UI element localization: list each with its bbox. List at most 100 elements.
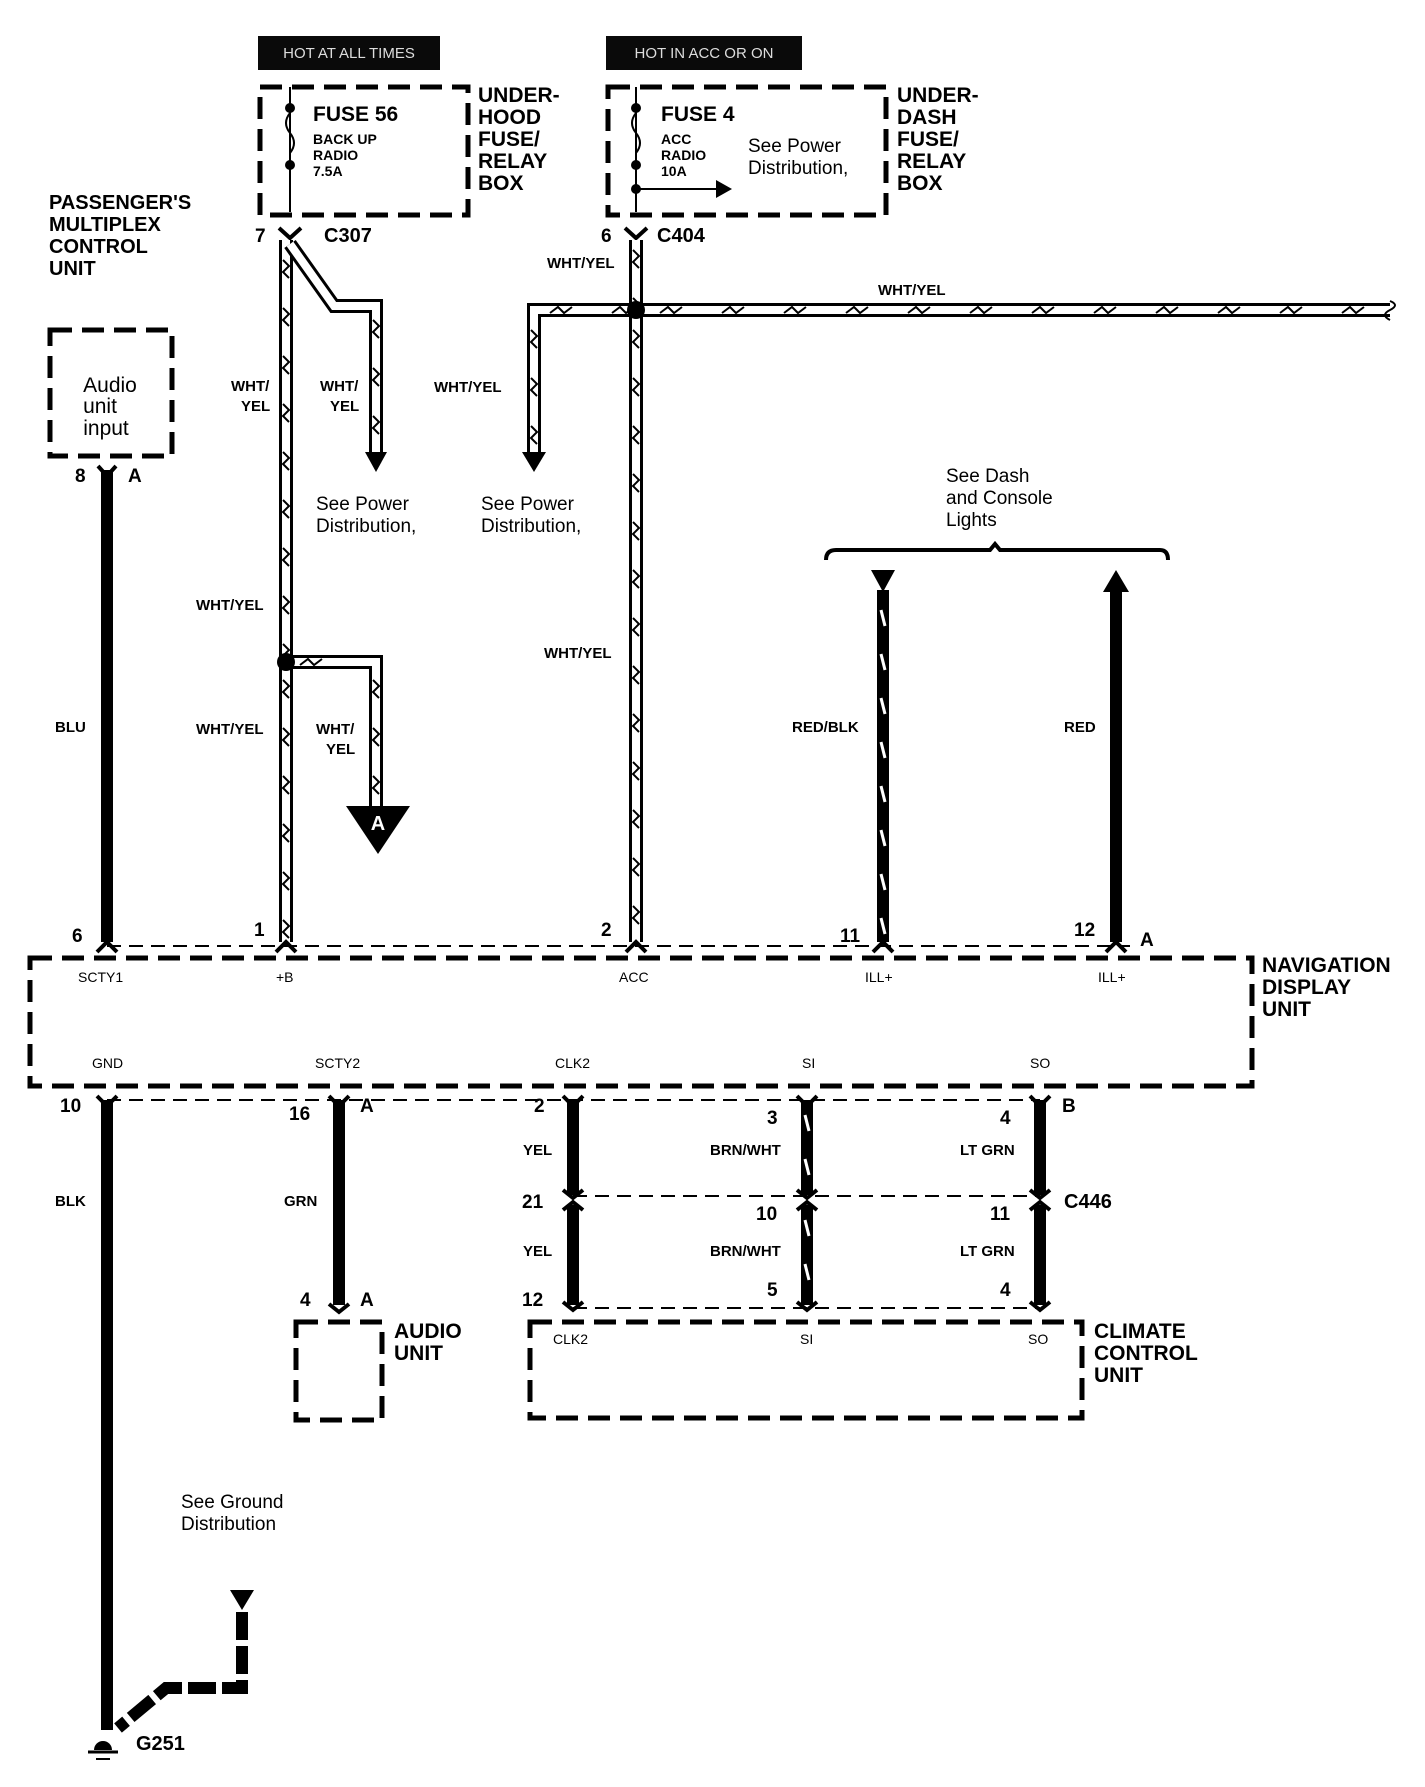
pin-name: SCTY1 [78, 969, 123, 985]
tracer-mark [371, 415, 381, 435]
pin-number: 10 [60, 1096, 81, 1117]
pin-number: 12 [522, 1290, 543, 1311]
pin-number: 6 [601, 226, 612, 247]
box-label: BOX [478, 172, 524, 195]
connector-letter: B [1062, 1096, 1076, 1117]
tracer-mark [631, 473, 641, 493]
tracer-mark [371, 775, 381, 795]
wire-label: LT GRN [960, 1243, 1015, 1260]
pin-number: 4 [1000, 1108, 1011, 1129]
unit-label: CONTROL [1094, 1342, 1198, 1365]
wire-label: WHT/ [316, 721, 355, 738]
pin-number: 21 [522, 1192, 544, 1213]
box-text: input [83, 417, 129, 440]
fuse-icon [631, 112, 641, 154]
wire-stripe [879, 785, 887, 803]
wire-label: BRN/WHT [710, 1142, 781, 1159]
wire-label: WHT/YEL [434, 379, 502, 396]
wire-label: LT GRN [960, 1142, 1015, 1159]
pin-number: 2 [601, 920, 612, 941]
ground-id: G251 [136, 1733, 185, 1755]
tracer-mark [631, 761, 641, 781]
tracer-mark [631, 521, 641, 541]
tracer-mark [1279, 305, 1303, 315]
unit-label: AUDIO [394, 1320, 462, 1343]
pin-number: 12 [1074, 920, 1095, 941]
banner-text: HOT AT ALL TIMES [283, 45, 415, 62]
tracer-mark [659, 305, 683, 315]
banner-hot-at-all-times: HOT AT ALL TIMES [258, 36, 440, 70]
box-label: DASH [897, 106, 957, 129]
wire-label: YEL [523, 1243, 552, 1260]
climate-control-unit: CLK2 SI SO CLIMATE CONTROL UNIT [527, 1319, 1198, 1421]
wire-stripes [879, 609, 887, 935]
tracer-mark [611, 305, 635, 315]
see-reference: Distribution [181, 1514, 276, 1535]
navigation-display-unit: NAVIGATION DISPLAY UNIT 6 SCTY1 1 +B 2 A… [27, 920, 1391, 1101]
box-label: HOOD [478, 106, 541, 129]
wire-label: YEL [523, 1142, 552, 1159]
wire-stripes [803, 1114, 811, 1281]
connector-id: C446 [1064, 1191, 1112, 1213]
pin-number: 11 [990, 1204, 1011, 1225]
wire-stripe [879, 653, 887, 671]
wire-stripe [879, 697, 887, 715]
tracer-mark [1155, 305, 1179, 315]
arrow-down-icon [522, 452, 546, 472]
wire-wht-yel-plus-b [279, 239, 383, 942]
wire-label: WHT/YEL [196, 597, 264, 614]
tracer-mark [281, 451, 291, 471]
wire-wht-yel-acc [527, 240, 1390, 942]
tracer-mark [1217, 305, 1241, 315]
box-text: unit [83, 395, 117, 418]
box-label: BOX [897, 172, 943, 195]
tracer-mark [529, 329, 539, 349]
tracer-mark [281, 259, 291, 279]
tracer-mark [783, 305, 807, 315]
box-label: RELAY [478, 150, 547, 173]
box-label: FUSE/ [897, 128, 959, 151]
splice-dot [277, 653, 295, 671]
nav-pin-acc: 2 ACC [601, 920, 649, 985]
pin-name: CLK2 [553, 1331, 588, 1347]
pin-number: 7 [255, 226, 266, 247]
tracer-mark [281, 823, 291, 843]
brace-icon [824, 540, 1170, 561]
tracer-mark [907, 305, 931, 315]
tracer-mark [281, 595, 291, 615]
tracer-mark [299, 657, 323, 667]
tracer-mark [281, 307, 291, 327]
connector-id: C307 [324, 225, 372, 247]
wire-stripe [803, 1158, 811, 1176]
pin-number: 3 [767, 1108, 778, 1129]
tracer-mark [1341, 305, 1365, 315]
pin-name: +B [276, 969, 294, 985]
pin-number: 1 [254, 920, 265, 941]
fuse-terminal [631, 103, 641, 113]
unit-label: CLIMATE [1094, 1320, 1186, 1343]
nav-pin-scty1: 6 SCTY1 [72, 926, 123, 985]
tracer-mark [281, 403, 291, 423]
wire-label: WHT/YEL [196, 721, 264, 738]
unit-label: NAVIGATION [1262, 954, 1391, 977]
tracer-mark [529, 377, 539, 397]
arrow-down-icon [365, 452, 387, 472]
tracer-mark [281, 679, 291, 699]
see-reference: See Dash [946, 466, 1029, 487]
pin-number: 16 [289, 1104, 310, 1125]
pin-name: SO [1030, 1055, 1050, 1071]
connector-letter: A [360, 1290, 374, 1311]
fuse-desc: RADIO [313, 147, 358, 163]
unit-label: CONTROL [49, 236, 148, 258]
tracer-mark [281, 919, 291, 939]
tracer-mark [631, 809, 641, 829]
banner-text: HOT IN ACC OR ON [635, 45, 774, 62]
tracer-mark [281, 871, 291, 891]
arrow-right-icon [716, 180, 732, 198]
see-reference: Distribution, [481, 516, 581, 537]
wire-stripe [879, 873, 887, 891]
offpage-connector-icon [346, 806, 410, 854]
tracer-mark [549, 305, 573, 315]
banner-hot-in-acc-or-on: HOT IN ACC OR ON [606, 36, 802, 70]
